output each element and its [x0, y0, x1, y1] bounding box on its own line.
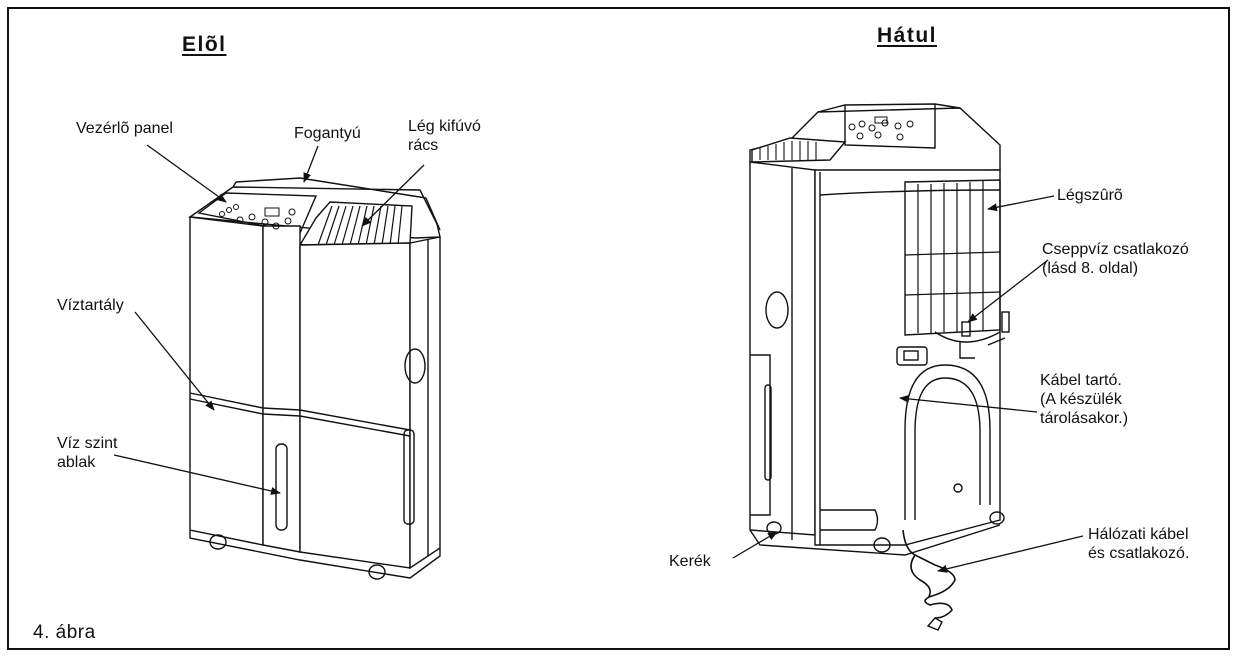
handle-label: Fogantyú	[294, 125, 361, 142]
water-tank-label: Víztartály	[57, 297, 124, 314]
drain-connector-label-line2: (lásd 8. oldal)	[1042, 260, 1139, 277]
cable-holder-label-line2: (A készülék	[1040, 391, 1122, 408]
arrow-air-outlet	[361, 164, 425, 227]
front-view-heading: Elõl	[182, 33, 227, 56]
arrow-handle	[303, 145, 319, 183]
power-cable-label-line2: és csatlakozó.	[1088, 545, 1190, 562]
air-outlet-label-line1: Lég kifúvó	[408, 118, 481, 135]
arrow-wheel	[732, 531, 778, 559]
arrow-water-level	[113, 454, 281, 495]
back-view-heading: Hátul	[877, 24, 937, 47]
drain-connector-label-line1: Cseppvíz csatlakozó	[1042, 241, 1189, 258]
arrow-cable-holder	[899, 394, 1038, 413]
water-level-label-line2: ablak	[57, 454, 96, 471]
figure-caption: 4. ábra	[33, 622, 96, 643]
cable-holder-label-line3: tárolásakor.)	[1040, 410, 1129, 427]
arrow-air-filter	[987, 195, 1055, 212]
cable-holder-label-line1: Kábel tartó.	[1040, 372, 1122, 389]
arrow-drain	[967, 259, 1049, 323]
wheel-label: Kerék	[669, 553, 711, 570]
arrow-control-panel	[146, 144, 227, 203]
front-unit-illustration	[188, 177, 441, 580]
power-cable-label-line1: Hálózati kábel	[1088, 526, 1189, 543]
leader-arrows	[113, 144, 1084, 573]
water-level-label-line1: Víz szint	[57, 435, 118, 452]
arrow-power-cable	[937, 535, 1084, 573]
control-panel-label: Vezérlõ panel	[76, 120, 173, 137]
air-outlet-label-line2: rács	[408, 137, 439, 154]
back-unit-illustration	[749, 103, 1010, 631]
figure-frame	[7, 7, 1230, 650]
air-filter-label: Légszûrõ	[1057, 187, 1123, 204]
arrow-water-tank	[134, 311, 215, 411]
